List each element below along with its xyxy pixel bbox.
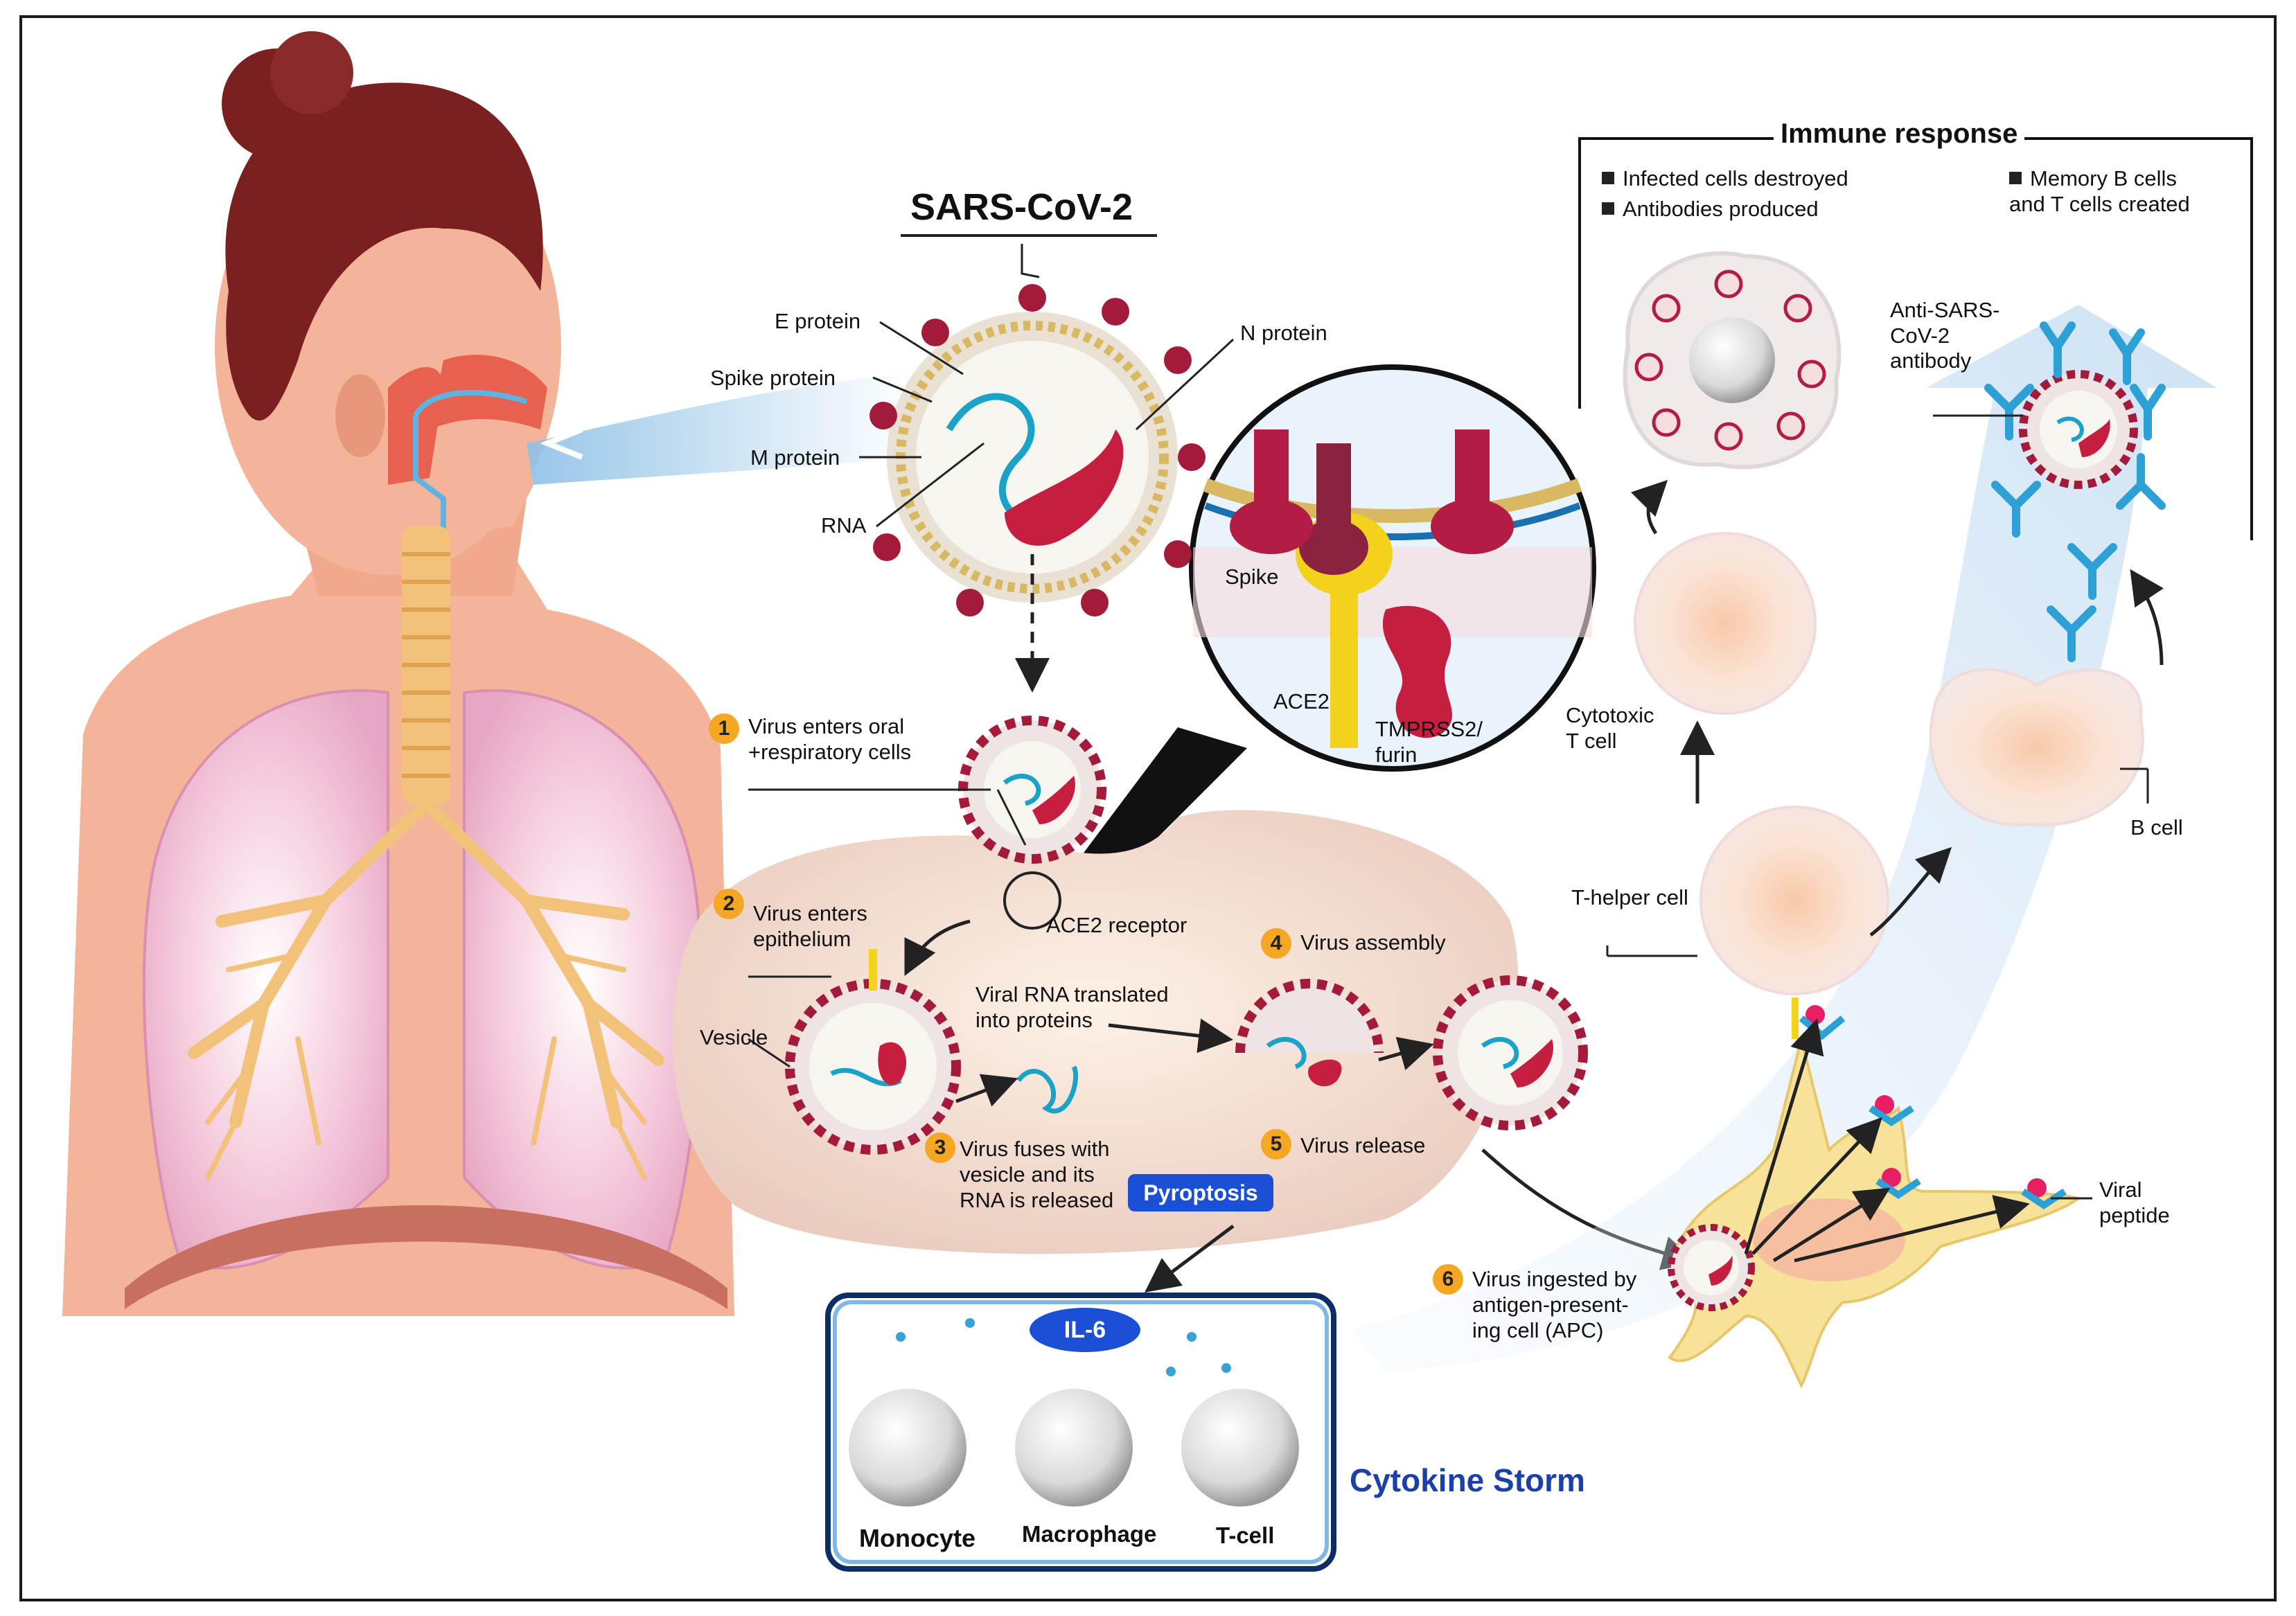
step-4-text: Virus assembly [1300, 930, 1446, 954]
cell-label-monocyte: Monocyte [859, 1524, 976, 1552]
immune-response-title: Immune response [1774, 118, 2025, 151]
cell-label-macrophage: Macrophage [1022, 1521, 1157, 1547]
breath-stream [527, 374, 915, 485]
cytokine-storm-box [825, 1293, 1336, 1572]
immune-bullet-1-text: Infected cells destroyed [1623, 166, 1848, 190]
pyroptosis-pill: Pyroptosis [1128, 1174, 1273, 1211]
zoom-label-tmprss2: TMPRSS2/ furin [1375, 717, 1483, 767]
released-rna [1016, 1065, 1079, 1114]
vesicle [785, 949, 961, 1155]
step-6-text: Virus ingested by antigen-present- ing c… [1472, 1267, 1637, 1343]
il6-label: IL-6 [1063, 1317, 1106, 1343]
immune-arrows [1631, 479, 2164, 936]
zoom-label-spike: Spike [1225, 565, 1279, 589]
label-viral-peptide: Viral peptide [2099, 1178, 2170, 1227]
virus-title: SARS-CoV-2 [910, 186, 1133, 228]
step-6-badge: 6 [1433, 1264, 1463, 1295]
label-rna-translated: Viral RNA translated into proteins [975, 982, 1169, 1032]
label-b-cell: B cell [2130, 815, 2183, 840]
label-ace2-receptor: ACE2 receptor [1046, 913, 1187, 937]
label-vesicle: Vesicle [700, 1025, 768, 1049]
label-rna: RNA [821, 513, 867, 538]
immune-flow-arrow [1351, 305, 2217, 1371]
virion-entry [958, 716, 1106, 864]
apc-virion [1668, 1224, 1755, 1311]
immune-bullet-2-text: Antibodies produced [1623, 197, 1819, 221]
step-5-text: Virus release [1300, 1133, 1426, 1157]
immune-bullet-1: Infected cells destroyed [1602, 166, 1848, 192]
step-4-badge: 4 [1261, 928, 1291, 959]
zoom-label-ace2: ACE2 [1273, 689, 1330, 713]
step-3-text: Virus fuses with vesicle and its RNA is … [960, 1137, 1114, 1213]
step-2-badge: 2 [714, 889, 744, 919]
cytokine-storm-caption: Cytokine Storm [1350, 1462, 1585, 1498]
immune-bullet-3: Memory B cells and T cells created [2009, 166, 2190, 217]
leader-lines [748, 244, 2149, 1200]
virion-assembly [1235, 979, 1384, 1087]
label-e-protein: E protein [775, 309, 861, 333]
step-1-badge: 1 [709, 713, 739, 744]
virion-release [1433, 975, 1588, 1130]
step-5-badge: 5 [1261, 1129, 1291, 1160]
label-t-helper-cell: T-helper cell [1571, 885, 1688, 909]
virus-spikes [869, 284, 1206, 616]
t-helper-cell [1699, 806, 1889, 1039]
antibodies [1984, 321, 2166, 662]
apc-arrows [1744, 1018, 2030, 1263]
antibody-neutralised-virus [2019, 370, 2138, 489]
human-figure [62, 31, 734, 1316]
step-1-text: Virus enters oral +respiratory cells [748, 714, 912, 765]
title-underline [901, 234, 1157, 237]
cytotoxic-t-cell [1634, 532, 1817, 715]
viral-peptides [1805, 1005, 2047, 1198]
label-n-protein: N protein [1240, 321, 1327, 345]
label-anti-sars-antibody: Anti-SARS- CoV-2 antibody [1890, 298, 2000, 373]
infected-cell-destroyed [1623, 251, 1842, 470]
cell-label-t-cell: T-cell [1216, 1522, 1275, 1548]
immune-bullet-3-text: Memory B cells and T cells created [2009, 166, 2190, 216]
label-spike-protein: Spike protein [710, 366, 836, 390]
step-2-text: Virus enters epithelium [753, 901, 867, 952]
receptor-zoom-inset [1189, 364, 1596, 772]
immune-bullet-2: Antibodies produced [1602, 197, 1819, 222]
b-cell [1929, 668, 2144, 827]
step-3-badge: 3 [925, 1133, 955, 1163]
label-m-protein: M protein [750, 445, 840, 470]
label-cytotoxic-t-cell: Cytotoxic T cell [1566, 703, 1654, 753]
